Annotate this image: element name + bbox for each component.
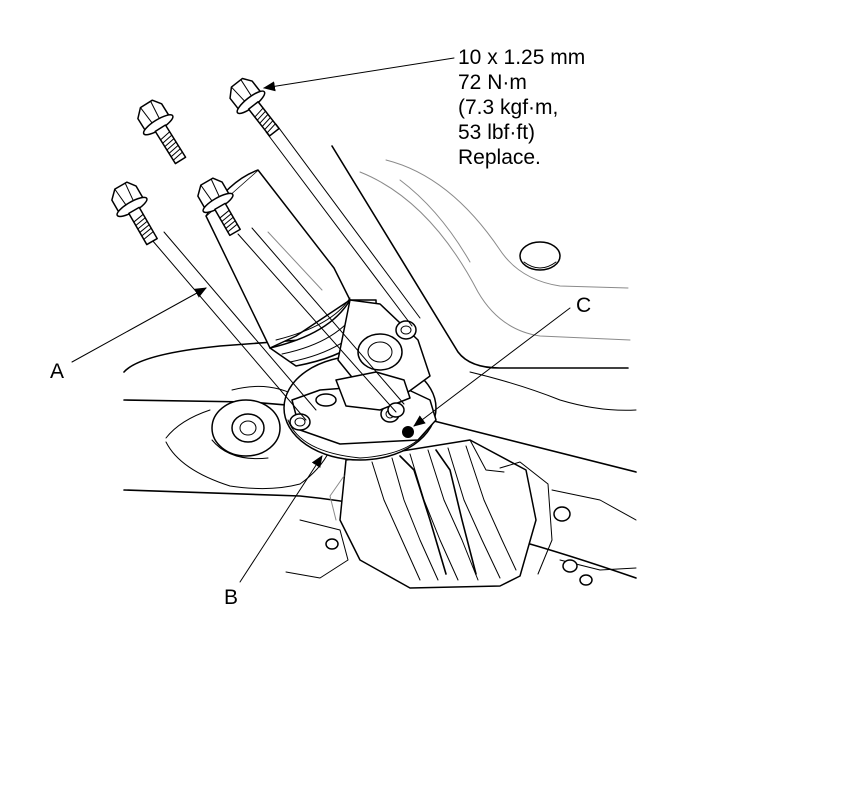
rear-subframe <box>123 339 637 579</box>
flange-bolt-icon <box>229 77 280 137</box>
rear-differential <box>285 439 637 589</box>
spec-torque-lbfft: 53 lbf·ft) <box>458 121 535 144</box>
reference-mark-c <box>402 426 414 438</box>
flange-bolt-hole <box>289 413 311 431</box>
label-a: A <box>50 360 64 383</box>
flange-bolt-icon <box>197 177 241 237</box>
body-plug-hole <box>519 241 561 271</box>
flange-bolt-icon <box>137 99 187 165</box>
label-c: C <box>576 294 591 317</box>
spec-torque-kgfm: (7.3 kgf·m, <box>458 96 558 119</box>
spec-replace-note: Replace. <box>458 146 541 169</box>
leader-arrow-a-icon <box>71 287 207 363</box>
leader-arrows <box>71 57 571 583</box>
leader-arrow-c-icon <box>413 307 571 427</box>
leader-arrow-b-icon <box>239 455 323 583</box>
flange-bolt-hole <box>395 320 417 340</box>
label-b: B <box>224 586 238 609</box>
torque-specification: 10 x 1.25 mm 72 N·m (7.3 kgf·m, 53 lbf·f… <box>458 46 585 169</box>
vehicle-body-panels <box>331 145 637 411</box>
propeller-shaft <box>205 169 431 418</box>
spec-leader-arrow-icon <box>263 57 455 92</box>
spec-thread-size: 10 x 1.25 mm <box>458 46 585 69</box>
spec-torque-nm: 72 N·m <box>458 71 527 94</box>
bolt-alignment-lines <box>151 123 421 421</box>
flange-bolt-icon <box>111 181 158 246</box>
